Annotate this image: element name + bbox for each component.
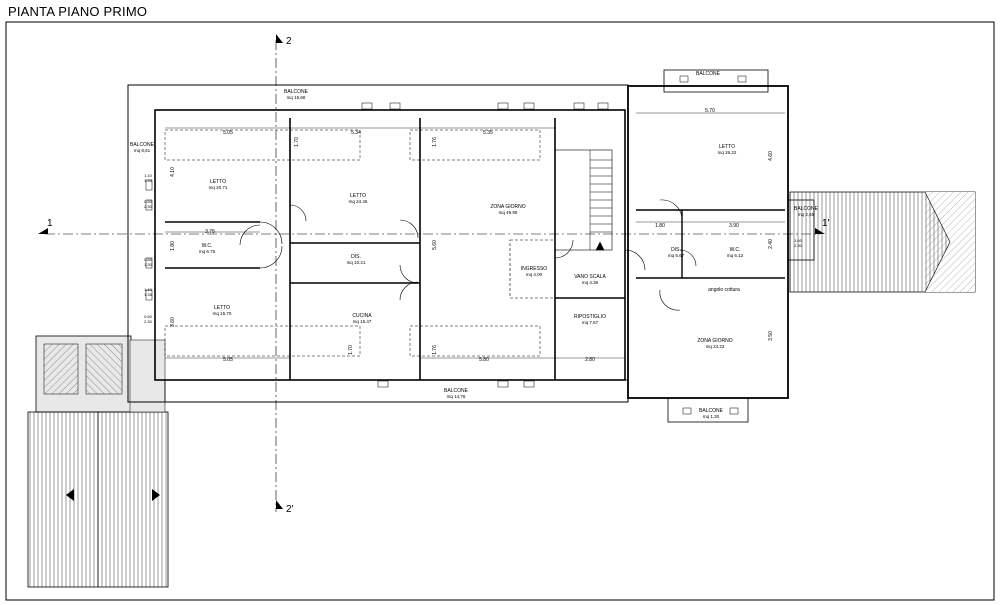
section-arrow-2 xyxy=(276,34,283,43)
section-label-2-prime: 2' xyxy=(286,504,294,515)
sheet-frame xyxy=(5,21,995,601)
dim-3-90: 3.90 xyxy=(729,223,739,229)
window-dim-2: 1.35 xyxy=(144,178,153,183)
dim-v-3-60: 3.60 xyxy=(170,317,176,327)
room-vano-scala-area: mq 4.36 xyxy=(582,280,599,285)
dim-v-3-50: 3.50 xyxy=(768,331,774,341)
window-dim-9: 0.50 xyxy=(144,314,153,319)
door-swings xyxy=(239,199,697,311)
dim-5-05-bottom: 5.05 xyxy=(223,357,233,363)
dim-5-05-top: 5.05 xyxy=(223,130,233,136)
room-dis-2-name: DIS. xyxy=(671,247,681,253)
section-label-1: 1 xyxy=(47,218,53,229)
room-balcone-top-right-name: BALCONE xyxy=(696,71,721,77)
room-balcone-bottom-name: BALCONE xyxy=(444,388,469,394)
room-ingresso-area: mq 4.00 xyxy=(526,272,543,277)
room-cucina-area: mq 15.47 xyxy=(353,319,372,324)
room-balcone-right-area: mq 2,65 xyxy=(798,212,815,217)
window-dim-5: 0.80 xyxy=(144,257,153,262)
room-letto-2-name: LETTO xyxy=(350,193,366,199)
dim-v-4-60: 4.60 xyxy=(768,151,774,161)
dim-v-2-40: 2.40 xyxy=(768,239,774,249)
dim-5-34: 5.34 xyxy=(351,130,361,136)
dim-5-80: 5.80 xyxy=(479,357,489,363)
building-walls xyxy=(127,84,815,403)
dim-v-1-76: 1.76 xyxy=(432,137,438,147)
room-letto-2-area: mq 24.46 xyxy=(349,199,368,204)
interior-stair xyxy=(589,150,612,251)
plan-title: PIANTA PIANO PRIMO xyxy=(8,4,148,19)
dim-v-1-80: 1.80 xyxy=(170,241,176,251)
room-dis-2-area: mq 5.67 xyxy=(668,253,685,258)
exterior-stair-left xyxy=(27,335,169,588)
window-dim-12: 2.30 xyxy=(794,243,803,248)
dim-v-1-70-b: 1.70 xyxy=(348,345,354,355)
section-arrow-1 xyxy=(38,228,48,234)
room-balcone-right-name: BALCONE xyxy=(794,206,819,212)
room-wc-2-area: mq 6.12 xyxy=(727,253,744,258)
room-balcone-left-area: mq 8,61 xyxy=(134,148,151,153)
dim-5-35: 5.35 xyxy=(483,130,493,136)
dim-v-4-10: 4.10 xyxy=(170,167,176,177)
room-letto-1-area: mq 20.71 xyxy=(209,185,228,190)
room-zona-giorno-2-name: ZONA GIORNO xyxy=(697,338,732,344)
window-dim-4: 2.30 xyxy=(144,204,153,209)
room-letto-4-area: mq 15.70 xyxy=(213,311,232,316)
room-wc-2-name: W.C. xyxy=(730,247,741,253)
window-dim-7: 1.10 xyxy=(144,287,153,292)
room-balcone-bottom-area: mq 14,76 xyxy=(447,394,466,399)
room-balcone-top-area: mq 15,68 xyxy=(287,95,306,100)
room-balcone-top-name: BALCONE xyxy=(284,89,309,95)
section-arrow-2-prime xyxy=(276,500,283,509)
room-dis-1-area: mq 10.21 xyxy=(347,260,366,265)
room-letto-3-area: mq 26.22 xyxy=(718,150,737,155)
facade-windows xyxy=(145,75,747,415)
room-vano-scala-name: VANO SCALA xyxy=(574,274,606,280)
section-label-2: 2 xyxy=(286,36,292,47)
stair-arrow-right xyxy=(152,489,160,501)
dim-1-80: 1.80 xyxy=(655,223,665,229)
dimension-lines xyxy=(165,112,785,359)
room-wc-1-area: mq 6.75 xyxy=(199,249,216,254)
dim-v-5-60: 5.60 xyxy=(432,240,438,250)
room-cucina-name: CUCINA xyxy=(352,313,372,319)
room-dis-1-name: DIS. xyxy=(351,254,361,260)
room-ingresso-name: INGRESSO xyxy=(521,266,548,272)
window-dim-1: 1.10 xyxy=(144,173,153,178)
room-ripostiglio-area: mq 7.67 xyxy=(582,320,599,325)
window-dim-3: 0.50 xyxy=(144,199,153,204)
dimension-labels: 5.05 5.34 5.35 5.70 3.75 1.80 3.90 5.05 … xyxy=(144,108,803,363)
room-balcone-left-name: BALCONE xyxy=(130,142,155,148)
room-balcone-bottom-right-name: BALCONE xyxy=(699,408,724,414)
window-dim-10: 2.30 xyxy=(144,319,153,324)
dim-2-80: 2.80 xyxy=(585,357,595,363)
window-dim-8: 1.35 xyxy=(144,292,153,297)
room-zona-giorno-2-area: mq 24.22 xyxy=(706,344,725,349)
room-zona-giorno-1-area: mq 49.95 xyxy=(499,210,518,215)
dim-v-1-70: 1.70 xyxy=(294,137,300,147)
room-angolo-cottura-name: angolo cottura xyxy=(708,287,740,293)
room-labels: BALCONE mq 15,68 BALCONE mq 8,61 LETTO m… xyxy=(130,71,819,419)
room-wc-1-name: W.C. xyxy=(202,243,213,249)
roof-right xyxy=(789,191,976,293)
room-letto-3-name: LETTO xyxy=(719,144,735,150)
dim-v-1-76-b: 1.76 xyxy=(432,345,438,355)
window-dim-11: 1.60 xyxy=(794,238,803,243)
room-ripostiglio-name: RIPOSTIGLIO xyxy=(574,314,606,320)
dim-5-70: 5.70 xyxy=(705,108,715,114)
window-dim-6: 1.30 xyxy=(144,262,153,267)
room-letto-1-name: LETTO xyxy=(210,179,226,185)
room-balcone-bottom-right-area: mq 1,30 xyxy=(703,414,720,419)
room-letto-4-name: LETTO xyxy=(214,305,230,311)
stair-arrow-left xyxy=(66,489,74,501)
dim-3-75: 3.75 xyxy=(205,229,215,235)
room-zona-giorno-1-name: ZONA GIORNO xyxy=(490,204,525,210)
